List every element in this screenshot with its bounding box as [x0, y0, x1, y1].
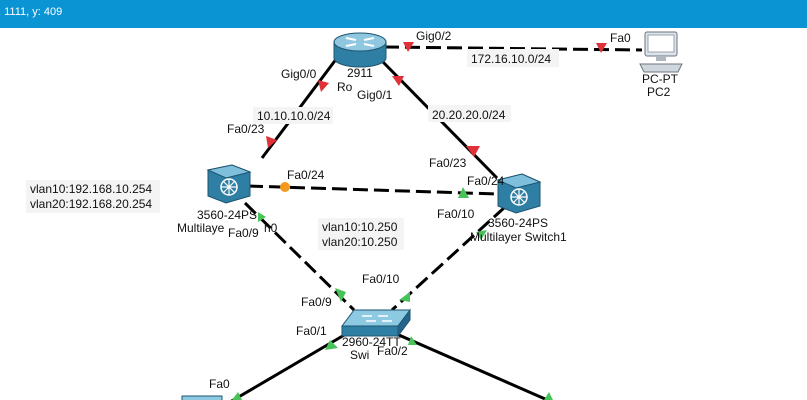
network-note-left: 10.10.10.0/24: [257, 109, 331, 123]
link-down-arrow: [403, 42, 414, 52]
link-up-arrow: [335, 288, 346, 302]
router-icon[interactable]: [333, 32, 387, 68]
link-waiting-dot: [280, 182, 290, 192]
link-down-arrow: [596, 43, 607, 53]
multilayer-switch0-icon[interactable]: [206, 164, 252, 204]
port-label-mls1-fa023: Fa0/23: [429, 156, 467, 170]
cables: [230, 45, 643, 400]
labels: 2911 Ro PC-PT PC2 3560-24PS Multilaye h0…: [30, 29, 679, 391]
vlan-note-left-1: vlan10:192.168.10.254: [30, 182, 152, 196]
cable-mls1-switch[interactable]: [390, 205, 507, 312]
vlan-note-mid-1: vlan10:10.250: [322, 220, 398, 234]
port-label-mls0-fa024: Fa0/24: [287, 168, 325, 182]
link-up-arrow: [476, 230, 487, 240]
mls1-name-label: Multilayer Switch1: [470, 230, 567, 244]
port-label-switch-fa010: Fa0/10: [362, 272, 400, 286]
mls0-name-tail-label: h0: [264, 221, 278, 235]
port-label-mls1-fa024: Fa0/24: [467, 174, 505, 188]
cable-mls0-switch[interactable]: [243, 201, 356, 312]
cable-switch-host-left[interactable]: [230, 332, 347, 400]
switch-2960-icon[interactable]: [341, 308, 411, 338]
note-box: [253, 107, 333, 124]
link-down-arrow: [318, 80, 329, 92]
router-model-label: 2911: [347, 66, 373, 80]
link-up-arrow: [458, 187, 469, 198]
port-label-host-fa0: Fa0: [209, 377, 230, 391]
port-label-switch-fa01: Fa0/1: [296, 324, 327, 338]
port-label-switch-fa02: Fa0/2: [377, 344, 408, 358]
port-label-switch-fa09: Fa0/9: [301, 295, 332, 309]
link-up-arrow: [232, 392, 242, 400]
port-label-mls1-fa010: Fa0/10: [437, 207, 475, 221]
link-up-arrow: [544, 392, 553, 400]
vlan-note-mid-2: vlan20:10.250: [322, 235, 398, 249]
pc-model-label: PC-PT: [642, 72, 679, 86]
switch-name-label: Swi: [350, 348, 369, 362]
cable-switch-host-right[interactable]: [391, 330, 552, 400]
network-note-right: 20.20.20.0/24: [432, 108, 506, 122]
port-label-mls0-fa023: Fa0/23: [227, 122, 265, 136]
title-bar: : 1111, y: 409: [0, 0, 807, 28]
network-note-pc: 172.16.10.0/24: [471, 52, 551, 66]
note-box: [318, 218, 404, 250]
cable-router-pc[interactable]: [383, 45, 643, 52]
port-label-router-gig00: Gig0/0: [281, 67, 317, 81]
link-status-indicators: [232, 42, 607, 400]
mls1-model-label: 3560-24PS: [488, 216, 548, 230]
link-down-arrow: [266, 136, 277, 148]
port-label-pc-fa0: Fa0: [610, 31, 631, 45]
link-down-arrow: [466, 146, 480, 157]
pc-icon[interactable]: [639, 31, 683, 73]
link-up-arrow: [258, 212, 266, 222]
link-up-arrow: [399, 292, 410, 302]
mls0-name-label: Multilaye: [177, 221, 225, 235]
note-box: [467, 49, 559, 67]
switch-model-label: 2960-24TT: [342, 335, 401, 349]
router-name-label: Ro: [337, 80, 353, 94]
port-label-router-gig01: Gig0/1: [357, 88, 393, 102]
note-box: [26, 180, 160, 213]
link-up-arrow: [408, 336, 417, 345]
port-label-router-gig02: Gig0/2: [416, 29, 452, 43]
mls0-model-label: 3560-24PS: [197, 208, 257, 222]
host-pc-partial-icon[interactable]: [181, 395, 223, 400]
port-label-mls0-fa09: Fa0/9: [228, 226, 259, 240]
cursor-coordinates: : 1111, y: 409: [0, 6, 63, 18]
multilayer-switch1-icon[interactable]: [496, 173, 542, 214]
vlan-note-left-2: vlan20:192.168.20.254: [30, 197, 152, 211]
note-box: [428, 105, 511, 122]
pc-name-label: PC2: [647, 85, 671, 99]
link-down-arrow: [392, 76, 404, 86]
link-up-arrow: [325, 340, 338, 350]
